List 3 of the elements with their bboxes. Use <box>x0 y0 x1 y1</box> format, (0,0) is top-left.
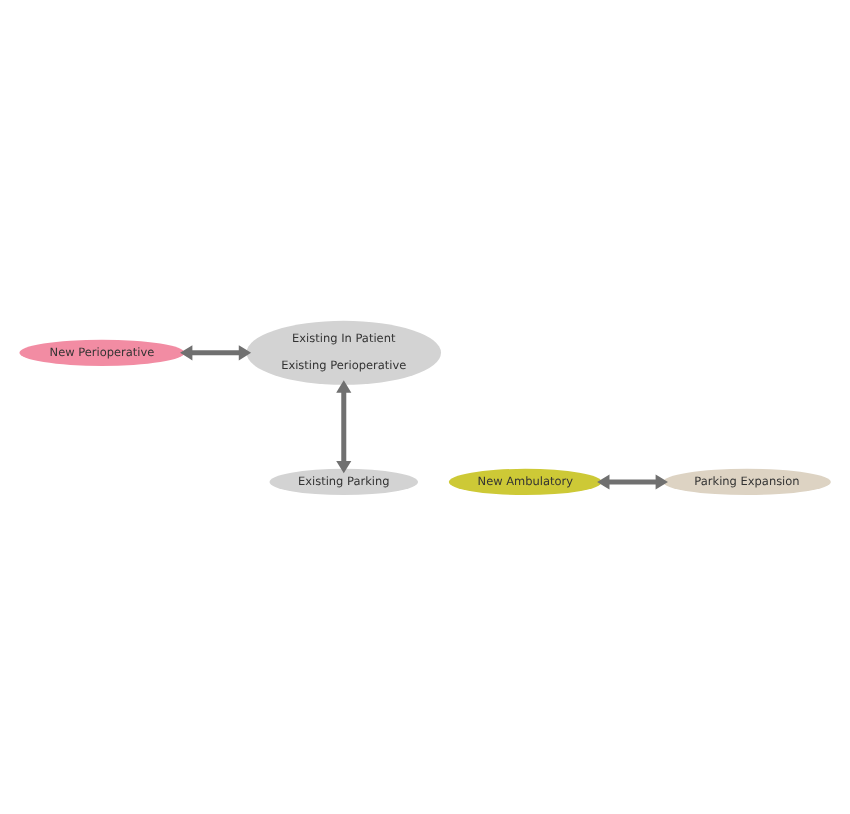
arrow <box>180 344 252 360</box>
arrow <box>336 379 352 473</box>
arrow <box>597 473 668 489</box>
